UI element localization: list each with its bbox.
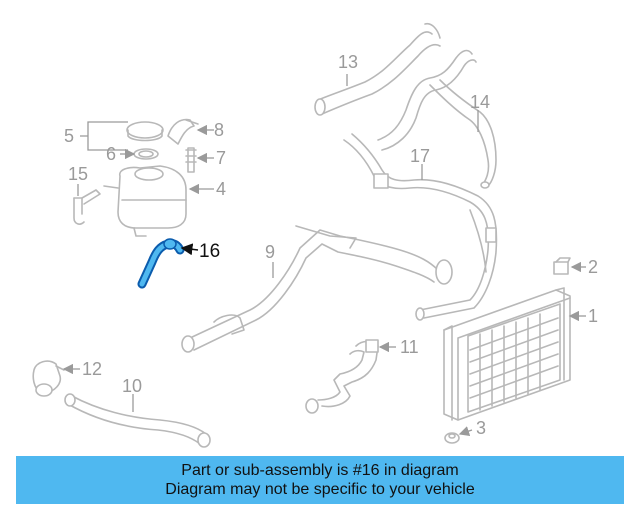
callout-16: 16 [199,241,220,262]
banner-line-1: Part or sub-assembly is #16 in diagram [181,462,459,479]
part-11-hose[interactable] [305,339,379,414]
part-16-hose-highlighted[interactable] [137,238,185,289]
callout-9: 9 [265,242,275,262]
callout-12: 12 [82,359,102,379]
parts-diagram: 13 14 17 9 [32,22,598,448]
banner-line-2: Diagram may not be specific to your vehi… [165,481,475,498]
callout-2: 2 [588,257,598,277]
callout-3: 3 [476,418,486,438]
callout-10: 10 [122,376,142,396]
callout-6: 6 [106,144,116,164]
callout-7: 7 [216,148,226,168]
part-10-hose[interactable] [64,393,211,448]
part-3-mount[interactable] [444,432,460,444]
part-9-pipe[interactable] [181,225,453,353]
leader-16 [180,243,199,256]
info-banner: Part or sub-assembly is #16 in diagram D… [16,456,624,504]
part-14-hose[interactable] [377,49,497,189]
part-1-radiator[interactable] [443,287,571,421]
part-2-bracket[interactable] [553,257,571,275]
part-6-seal[interactable] [133,148,159,160]
part-5-cap[interactable] [126,121,164,142]
callout-1: 1 [588,306,598,326]
callout-5: 5 [64,126,74,146]
part-13-hose[interactable] [314,22,441,116]
leader-5 [80,121,128,151]
callout-17: 17 [410,146,430,166]
callout-4: 4 [216,179,226,199]
callout-8: 8 [214,120,224,140]
part-15-hose[interactable] [73,189,101,225]
part-7-bolt[interactable] [185,147,197,173]
part-4-reservoir[interactable] [103,165,187,237]
leader-3 [458,426,473,437]
callout-13: 13 [338,52,358,72]
callout-15: 15 [68,164,88,184]
part-8-hose[interactable] [167,118,199,145]
callout-14: 14 [470,92,490,112]
part-12-hose[interactable] [32,360,65,397]
callout-11: 11 [400,337,419,357]
part-17-pipe[interactable] [343,133,498,321]
